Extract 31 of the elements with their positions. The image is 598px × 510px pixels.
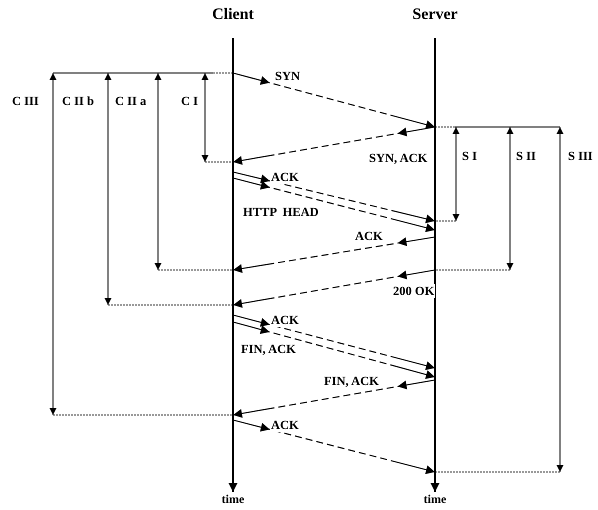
- edge-label: ACK: [354, 229, 384, 243]
- edge-label: SYN, ACK: [368, 151, 428, 165]
- interval-label: C II a: [115, 94, 146, 108]
- interval-label: S II: [516, 149, 536, 163]
- time-label: time: [422, 493, 448, 506]
- message-arrow: [232, 419, 436, 474]
- message-arrow: [232, 171, 436, 224]
- time-label: time: [220, 493, 246, 506]
- edge-label: SYN: [274, 69, 302, 83]
- message-arrow: [232, 379, 436, 418]
- interval-label: C II b: [62, 94, 94, 108]
- message-arrow: [232, 321, 436, 379]
- interval-label: C I: [181, 94, 198, 108]
- edge-label: ACK: [270, 418, 300, 432]
- message-arrow: [232, 236, 436, 273]
- message-arrow: [232, 269, 436, 308]
- message-arrow: [232, 126, 436, 165]
- participant-label: Client: [211, 6, 255, 24]
- interval-label: C III: [12, 94, 39, 108]
- edge-label: FIN, ACK: [323, 374, 380, 388]
- participant-label: Server: [411, 6, 459, 24]
- edge-label: HTTP HEAD: [242, 205, 320, 219]
- edge-label: ACK: [270, 170, 300, 184]
- interval-label: S I: [462, 149, 477, 163]
- edge-label: 200 OK: [392, 284, 436, 298]
- edge-label: ACK: [270, 313, 300, 327]
- message-arrow: [232, 72, 436, 129]
- edge-label: FIN, ACK: [240, 342, 297, 356]
- interval-label: S III: [568, 149, 593, 163]
- message-arrow: [232, 177, 436, 232]
- message-arrow: [232, 314, 436, 370]
